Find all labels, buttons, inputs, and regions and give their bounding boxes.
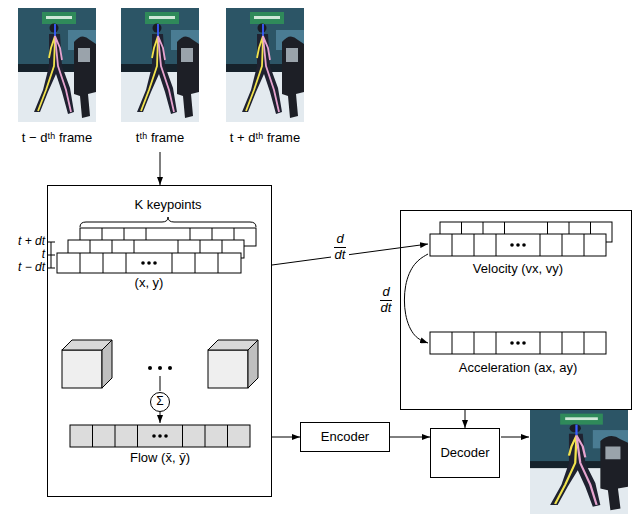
decoder-box: Decoder [430, 428, 500, 478]
video-frame-image [18, 8, 96, 122]
output-arrow [501, 437, 529, 438]
velocity-row [430, 234, 606, 256]
flow-bar [70, 425, 250, 447]
ellipsis-dot [522, 243, 526, 247]
sum-input-line [160, 376, 161, 391]
derivative-label: dt [334, 248, 347, 262]
video-frame-image [121, 8, 199, 122]
node-label: Acceleration (ax, ay) [459, 361, 578, 376]
connector-arrow [272, 244, 428, 265]
feature-cube-side [102, 340, 112, 388]
ellipsis-dot [522, 341, 526, 345]
node-label: t + dᵗʰ frame [230, 131, 300, 146]
time-ticks [47, 242, 55, 268]
ellipsis-dot [141, 261, 145, 265]
row-cells [452, 234, 584, 256]
flow-vector: Flow (x̄, ȳ) [68, 423, 252, 473]
feature-cube-side [248, 340, 258, 388]
derivative-panel: Velocity (vx, vy) Acceleration (ax, ay) [400, 210, 632, 410]
video-frame: t − dᵗʰ frame [14, 6, 102, 152]
connector-arrow [390, 437, 430, 438]
ellipsis-dot [152, 434, 156, 438]
feature-panel: K keypointst + dttt − dt(x, y)ΣFlow (x̄,… [47, 185, 272, 497]
node-label: Velocity (vx, vy) [473, 262, 563, 277]
ellipsis-dot [516, 243, 520, 247]
bar-cells [93, 425, 228, 447]
derivative-label: dt [380, 301, 393, 315]
keypoint-row [57, 253, 241, 273]
node-label: K keypoints [134, 198, 201, 213]
derivative-fraction: ddt [377, 284, 396, 316]
row-cells [80, 253, 218, 273]
acceleration-row [430, 332, 606, 354]
velocity-vector: Velocity (vx, vy) [428, 218, 616, 282]
keypoint-array: K keypoints t + dttt − dt (x, y) [10, 196, 258, 294]
ellipsis-dot [510, 243, 514, 247]
ellipsis-dot [168, 366, 172, 370]
acceleration-vector: Acceleration (ax, ay) [428, 328, 610, 382]
connector-arrow [160, 412, 161, 423]
encoder-box: Encoder [300, 422, 390, 452]
node-label: t − dt [18, 261, 45, 275]
output-frame-image [530, 410, 628, 514]
sum-circle-outline [151, 393, 170, 412]
node-label: Flow (x̄, ȳ) [130, 451, 190, 466]
row-cells [452, 332, 584, 354]
node-label: Decoder [440, 446, 489, 461]
ellipsis-dot [158, 366, 162, 370]
ellipsis-dot [148, 366, 152, 370]
derivative-fraction: ddt [331, 231, 350, 263]
ellipsis-dot [158, 434, 162, 438]
feature-cube-front [62, 350, 102, 388]
node-label: t + dt [18, 235, 45, 249]
keypoint-brace [80, 217, 256, 227]
ellipsis-dot [147, 261, 151, 265]
connector-arrow [272, 437, 300, 438]
node-label: t [42, 248, 45, 262]
ellipsis-dot [510, 341, 514, 345]
ellipsis-dot [164, 434, 168, 438]
node-label: Encoder [321, 430, 369, 445]
node-label: Σ [156, 395, 163, 409]
feature-cube-front [208, 350, 248, 388]
node-label: (x, y) [135, 276, 164, 291]
derivative-label: d [334, 232, 347, 247]
ellipsis-dot [153, 261, 157, 265]
sum-node: Σ [150, 392, 170, 412]
ellipsis-dot [516, 341, 520, 345]
video-frame-image [226, 8, 304, 122]
connector-arrow [465, 410, 466, 428]
connector-arrow [404, 254, 428, 343]
node-label: tᵗʰ frame [136, 131, 184, 146]
video-frame: tᵗʰ frame [116, 6, 204, 152]
video-frame: t + dᵗʰ frame [218, 6, 312, 152]
derivative-label: d [380, 285, 393, 300]
connector-arrow [160, 152, 161, 185]
node-label: t − dᵗʰ frame [22, 131, 92, 146]
